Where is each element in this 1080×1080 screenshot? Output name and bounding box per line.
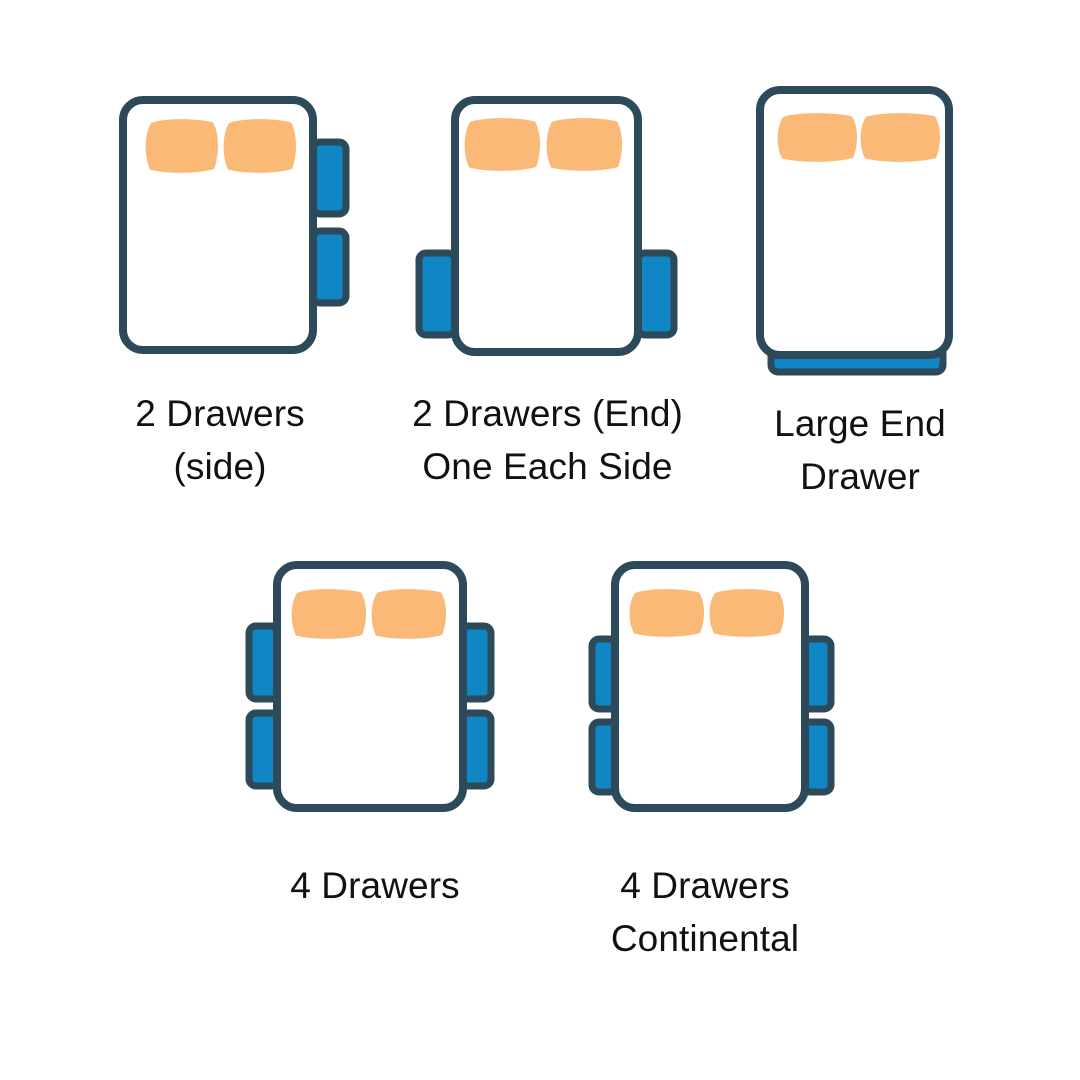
- bed-frame[interactable]: [119, 96, 317, 354]
- drawer-1[interactable]: [309, 138, 350, 218]
- bed-option-label-four-drawers: 4 Drawers: [290, 865, 460, 906]
- drawer-group: [309, 138, 350, 307]
- bed-option-label-two-drawers-side: 2 Drawers (side): [135, 393, 305, 487]
- bed-option-label-large-end-drawer: Large End Drawer: [774, 403, 946, 497]
- bed-frame[interactable]: [273, 561, 467, 812]
- drawer-1[interactable]: [415, 249, 459, 339]
- bed-option-label-two-drawers-end-one-each-side: 2 Drawers (End) One Each Side: [412, 393, 683, 487]
- drawer-2[interactable]: [309, 227, 350, 307]
- bed-frame[interactable]: [756, 86, 953, 359]
- bed-frame[interactable]: [611, 561, 809, 812]
- drawer-2[interactable]: [634, 249, 678, 339]
- bed-option-label-four-drawers-continental: 4 Drawers Continental: [610, 865, 800, 959]
- bed-frame[interactable]: [451, 96, 642, 356]
- drawer-group: [415, 249, 678, 339]
